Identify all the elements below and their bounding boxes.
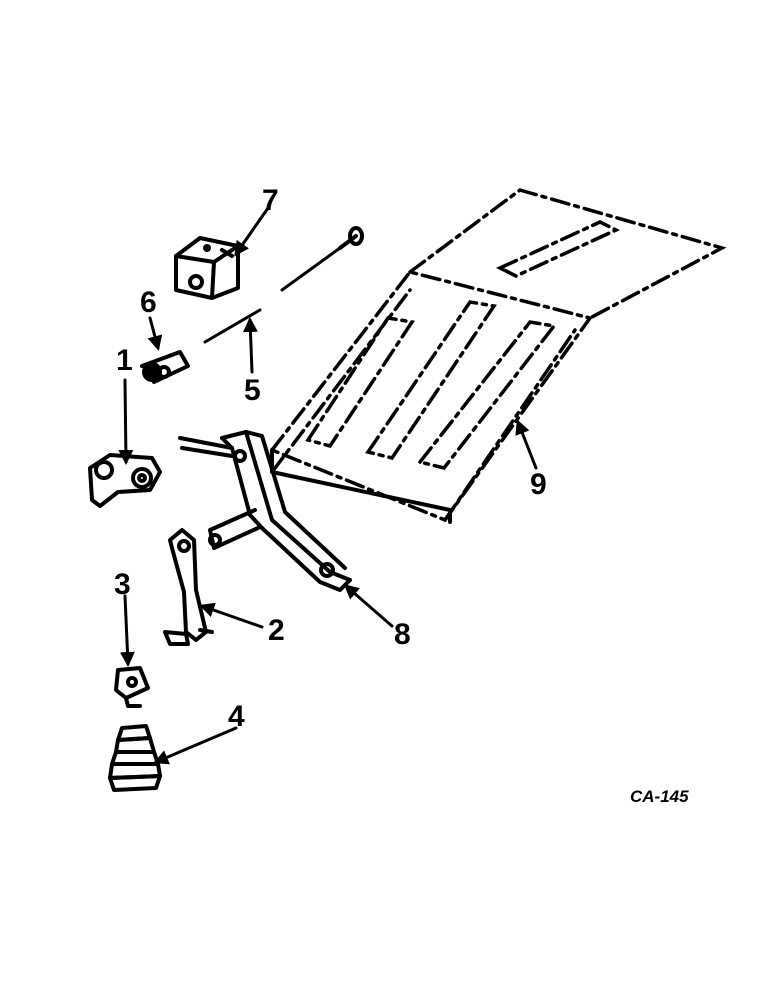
callout-4: 4 [228, 700, 245, 733]
part-3-fitting [114, 666, 150, 708]
callout-8: 8 [394, 618, 411, 651]
part-2-linkage-rod [163, 528, 214, 646]
part-9-platform [269, 188, 727, 524]
callout-6: 6 [140, 286, 157, 319]
part-5-rod [203, 226, 364, 344]
part-7-block [174, 236, 240, 300]
part-8-bracket [178, 430, 352, 592]
callout-7: 7 [262, 184, 279, 217]
callout-3: 3 [114, 568, 131, 601]
leader-arrows [118, 206, 538, 765]
part-4-boot [108, 724, 162, 792]
part-6-fitting [140, 350, 190, 384]
callout-5: 5 [244, 374, 261, 407]
reference-code: CA-145 [630, 787, 689, 806]
callout-2: 2 [268, 614, 285, 647]
callout-1: 1 [116, 344, 133, 377]
callout-9: 9 [530, 468, 547, 501]
